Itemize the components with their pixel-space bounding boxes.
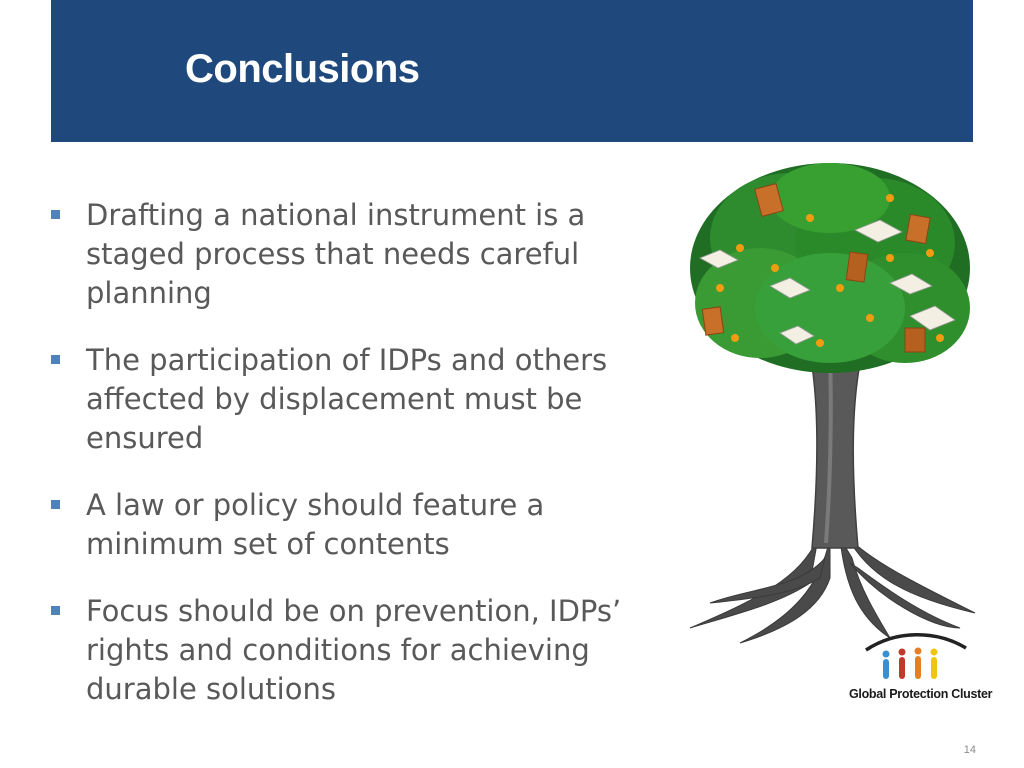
roots xyxy=(689,537,976,644)
tree-with-books-image xyxy=(689,163,976,644)
square-bullet-icon xyxy=(51,500,60,509)
bullet-item: Focus should be on prevention, IDPs’ rig… xyxy=(46,592,656,709)
square-bullet-icon xyxy=(51,355,60,364)
square-bullet-icon xyxy=(51,606,60,615)
books xyxy=(701,183,931,353)
bullet-text: A law or policy should feature a minimum… xyxy=(86,488,545,561)
open-books xyxy=(699,219,956,345)
logo-text: Global Protection Cluster xyxy=(849,687,993,701)
slide-title: Conclusions xyxy=(185,47,420,91)
logo-arc xyxy=(865,633,967,652)
page-number: 14 xyxy=(963,744,976,756)
bullet-text: The participation of IDPs and others aff… xyxy=(86,343,608,455)
bullet-item: A law or policy should feature a minimum… xyxy=(46,486,656,564)
bullet-list: Drafting a national instrument is a stag… xyxy=(46,196,656,737)
title-bar xyxy=(51,0,973,142)
bullet-text: Drafting a national instrument is a stag… xyxy=(86,198,586,310)
bullet-text: Focus should be on prevention, IDPs’ rig… xyxy=(86,594,622,706)
fruits xyxy=(716,194,944,347)
trunk xyxy=(809,352,863,549)
foliage xyxy=(690,163,970,373)
bullet-item: The participation of IDPs and others aff… xyxy=(46,341,656,458)
bullet-item: Drafting a national instrument is a stag… xyxy=(46,196,656,313)
global-protection-cluster-logo xyxy=(865,633,967,679)
logo-figures xyxy=(882,647,938,679)
square-bullet-icon xyxy=(51,210,60,219)
